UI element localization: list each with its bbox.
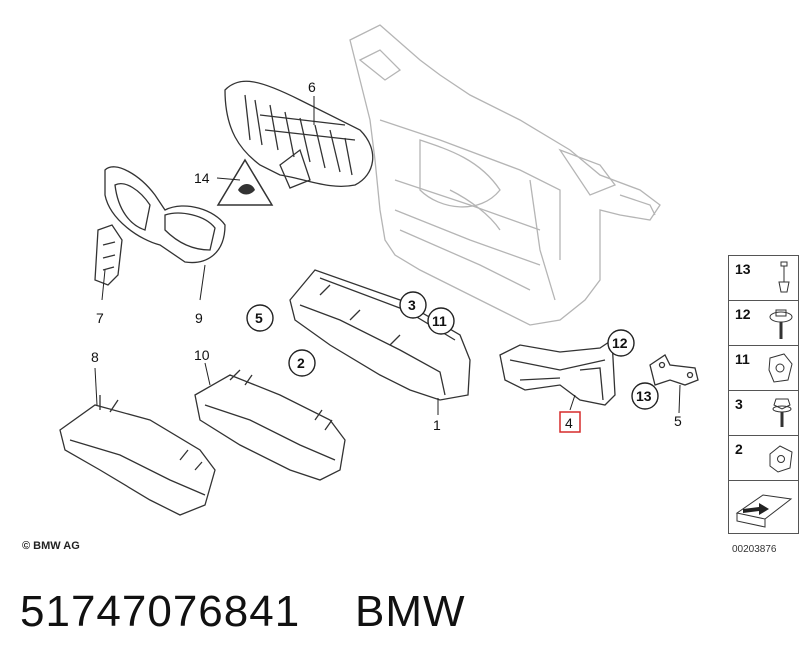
circled-callout-3: 3 [399,291,427,319]
clip-rivet-icon [778,261,790,293]
part-14-warning-label [216,158,274,206]
callout-9: 9 [195,310,203,326]
circled-callout-5: 5 [246,304,274,332]
radiator-support-frame [349,24,661,326]
part-10-lower-air-guide [194,369,346,481]
callout-12-circled: 12 [612,335,628,351]
callout-5-circled: 5 [255,310,263,326]
legend-item: 2 [729,436,798,481]
callout-4: 4 [565,415,573,431]
fastener-legend: 13 12 11 3 2 [728,255,799,534]
legend-label: 12 [735,306,751,322]
legend-item: 11 [729,346,798,391]
legend-item [729,481,798,533]
callout-11-circled: 11 [432,313,447,329]
legend-label: 3 [735,396,743,412]
callout-14: 14 [194,170,210,186]
clip-nut-icon [769,445,793,473]
legend-item: 13 [729,256,798,301]
callout-5-right: 5 [674,413,682,429]
legend-item: 12 [729,301,798,346]
callout-8: 8 [91,349,99,365]
circled-callout-2: 2 [288,349,316,377]
part-number: 51747076841 [20,587,301,636]
circled-callout-11: 11 [427,307,455,335]
circled-callout-13: 13 [631,382,659,410]
callout-2-circled: 2 [297,355,305,371]
highlight-box [559,411,581,433]
callout-6: 6 [308,79,316,95]
drawing-id: 00203876 [732,544,777,555]
callout-3-circled: 3 [408,297,416,313]
legend-label: 2 [735,441,743,457]
legend-label: 13 [735,261,751,277]
leader-lines [94,96,681,415]
circled-callout-12: 12 [607,329,635,357]
part-7-bracket [94,224,123,286]
part-4-side-air-duct [499,338,616,406]
callout-7: 7 [96,310,104,326]
spring-nut-icon [768,353,793,383]
callout-13-circled: 13 [636,388,652,404]
legend-item: 3 [729,391,798,436]
copyright-text: © BMW AG [22,540,80,552]
legend-label: 11 [735,351,750,367]
part-1-lower-air-duct [289,269,471,401]
arrow-marker-icon [735,494,793,528]
exploded-parts-diagram: 6 14 7 9 8 10 1 5 4 5 3 11 2 12 13 [59,24,699,516]
callout-1: 1 [433,417,441,433]
part-9-kidney-grille [104,166,226,264]
brand-name: BMW [355,587,466,636]
screw-icon [772,398,792,427]
screw-with-washer-icon [769,309,793,339]
part-5-bracket [649,354,699,386]
part-8-lower-air-guide [59,395,216,516]
callout-10: 10 [194,347,210,363]
part-6-upper-air-duct [224,80,374,189]
